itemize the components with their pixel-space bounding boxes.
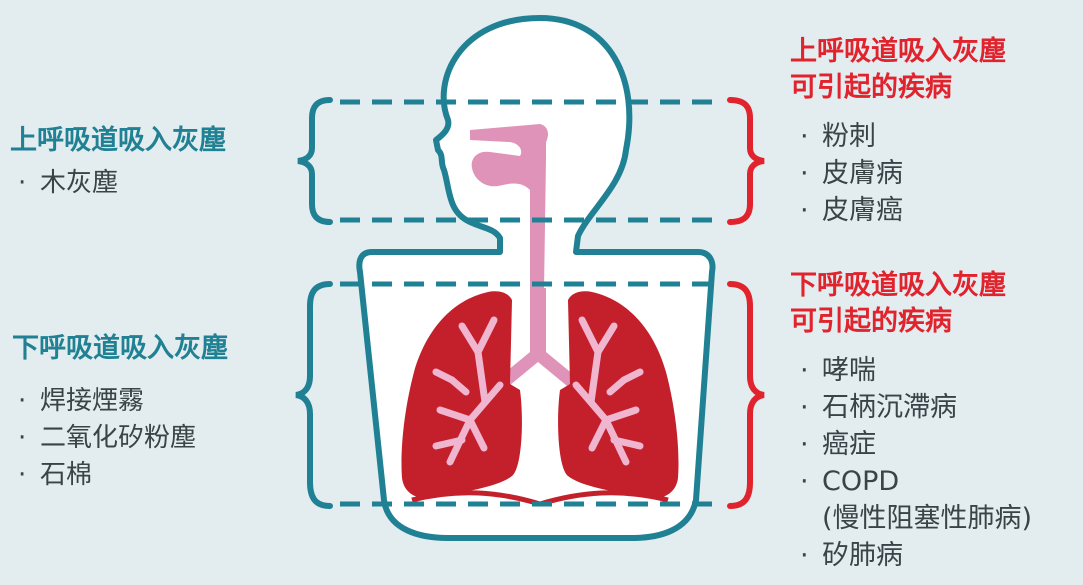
list-item: ·石棉	[18, 457, 196, 494]
right-upper-title-line2: 可引起的疾病	[790, 72, 952, 104]
list-item-label: 焊接煙霧	[40, 386, 144, 416]
list-item-label: 哮喘	[822, 355, 876, 386]
left-lower-title: 下呼吸道吸入灰塵	[12, 333, 228, 365]
bullet: ·	[800, 352, 822, 389]
bullet: ·	[800, 118, 822, 155]
list-item-label: 皮膚病	[822, 158, 903, 189]
list-item: ·皮膚癌	[800, 192, 903, 229]
bullet: ·	[800, 426, 822, 463]
right-upper-title-line1: 上呼吸道吸入灰塵	[790, 36, 1006, 68]
right-lower-title-line2: 可引起的疾病	[790, 306, 952, 338]
bullet: ·	[800, 192, 822, 229]
list-item-label: 二氧化矽粉塵	[40, 423, 196, 453]
list-item: ·二氧化矽粉塵	[18, 420, 196, 457]
bullet: ·	[800, 155, 822, 192]
list-item-label: (慢性阻塞性肺病)	[822, 503, 1032, 534]
bullet: ·	[18, 383, 40, 420]
list-item-label: 皮膚癌	[822, 195, 903, 226]
bullet: ·	[800, 537, 822, 574]
list-item: ·粉刺	[800, 118, 903, 155]
bullet: ·	[800, 463, 822, 500]
right-lower-title-line1: 下呼吸道吸入灰塵	[790, 270, 1006, 302]
list-item: ·石柄沉滯病	[800, 389, 1032, 426]
left-lower-list: ·焊接煙霧 ·二氧化矽粉塵 ·石棉	[18, 383, 196, 494]
lower-left-brace-icon	[296, 284, 330, 506]
bullet: ·	[18, 457, 40, 494]
left-upper-list: ·木灰塵	[18, 165, 118, 202]
list-item-label: 石柄沉滯病	[822, 392, 957, 423]
list-item-label: 矽肺病	[822, 540, 903, 571]
bullet: ·	[18, 165, 40, 202]
list-item-label: COPD	[822, 466, 899, 497]
list-item-label: 木灰塵	[40, 168, 118, 198]
right-upper-list: ·粉刺 ·皮膚病 ·皮膚癌	[800, 118, 903, 229]
list-item: ·焊接煙霧	[18, 383, 196, 420]
left-upper-title: 上呼吸道吸入灰塵	[10, 125, 226, 157]
lower-right-brace-icon	[730, 284, 764, 506]
upper-left-brace-icon	[298, 100, 330, 222]
list-item-label: 粉刺	[822, 121, 876, 152]
list-item: ·癌症	[800, 426, 1032, 463]
list-item: ·矽肺病	[800, 537, 1032, 574]
upper-right-brace-icon	[730, 100, 764, 222]
list-item: ·木灰塵	[18, 165, 118, 202]
list-item: ·COPD	[800, 463, 1032, 500]
list-item: ·哮喘	[800, 352, 1032, 389]
list-item-continuation: (慢性阻塞性肺病)	[800, 500, 1032, 537]
right-lower-list: ·哮喘 ·石柄沉滯病 ·癌症 ·COPD (慢性阻塞性肺病) ·矽肺病	[800, 352, 1032, 574]
bullet: ·	[800, 389, 822, 426]
list-item-label: 石棉	[40, 460, 92, 490]
list-item-label: 癌症	[822, 429, 876, 460]
bullet: ·	[18, 420, 40, 457]
list-item: ·皮膚病	[800, 155, 903, 192]
